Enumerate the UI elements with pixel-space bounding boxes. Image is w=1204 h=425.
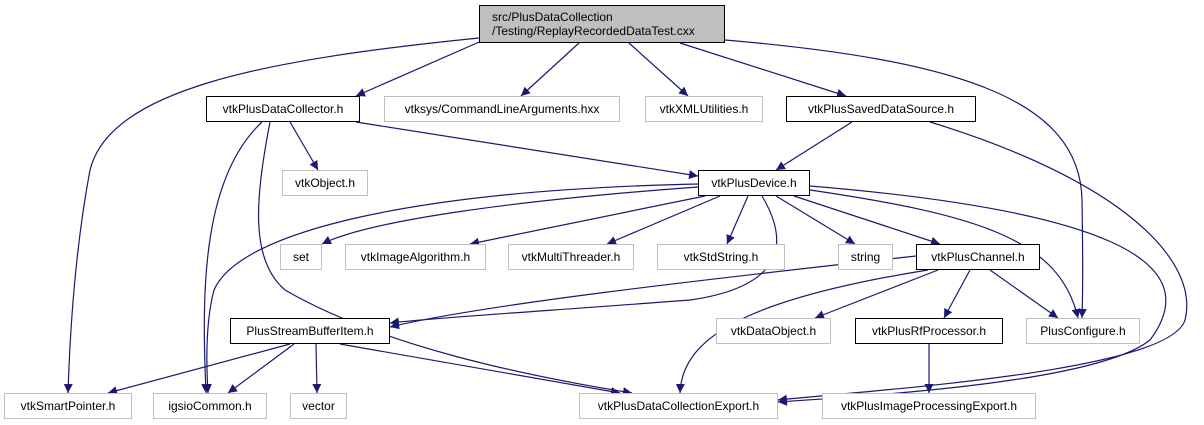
root-label-line1: src/PlusDataCollection	[492, 10, 613, 24]
node-vtk-image-algorithm[interactable]: vtkImageAlgorithm.h	[345, 244, 486, 270]
node-set[interactable]: set	[280, 244, 322, 270]
node-string[interactable]: string	[838, 244, 893, 270]
node-vector[interactable]: vector	[290, 393, 347, 419]
edge-collector-to-igsio-common	[201, 121, 263, 394]
edge-buffer-to-vector	[312, 343, 322, 394]
node-vtk-plus-device[interactable]: vtkPlusDevice.h	[698, 170, 810, 196]
edge-channel-to-rf-processor	[943, 269, 971, 319]
node-vtk-object[interactable]: vtkObject.h	[282, 170, 368, 196]
edge-saved-source-to-plus-device	[775, 121, 853, 171]
node-root-replay-recorded-data-test[interactable]: src/PlusDataCollection /Testing/ReplayRe…	[479, 5, 725, 43]
edge-buffer-to-igsio-common	[227, 343, 295, 394]
edge-root-to-cmd-args	[520, 42, 580, 97]
node-vtk-plus-data-collection-export[interactable]: vtkPlusDataCollectionExport.h	[579, 393, 778, 419]
edge-device-to-string	[775, 195, 856, 245]
edge-channel-to-data-object	[814, 269, 939, 319]
edge-device-to-collection-export	[777, 185, 1167, 406]
edge-device-to-igsio-common	[202, 183, 699, 394]
node-vtk-plus-rf-processor[interactable]: vtkPlusRfProcessor.h	[855, 318, 1003, 344]
node-igsio-common[interactable]: igsioCommon.h	[153, 393, 267, 419]
edge-channel-to-plus-configure	[989, 269, 1059, 319]
node-vtk-smart-pointer[interactable]: vtkSmartPointer.h	[4, 393, 132, 419]
edge-root-to-xml-utilities	[628, 42, 689, 97]
edge-root-to-plus-configure	[724, 39, 1087, 319]
node-vtk-std-string[interactable]: vtkStdString.h	[657, 244, 785, 270]
node-plus-stream-buffer-item[interactable]: PlusStreamBufferItem.h	[230, 318, 390, 344]
node-command-line-arguments[interactable]: vtksys/CommandLineArguments.hxx	[384, 96, 620, 122]
root-label-line2: /Testing/ReplayRecordedDataTest.cxx	[492, 24, 695, 38]
edge-device-to-plus-configure	[809, 189, 1081, 319]
edge-device-to-multi-threader	[606, 195, 721, 245]
edge-device-to-image-algorithm	[469, 195, 706, 247]
edge-collector-to-vtk-object	[289, 121, 319, 171]
edge-device-to-set	[321, 186, 699, 245]
edge-saved-source-to-collection-export	[777, 121, 1188, 404]
node-vtk-xml-utilities[interactable]: vtkXMLUtilities.h	[645, 96, 763, 122]
node-vtk-data-object[interactable]: vtkDataObject.h	[716, 318, 831, 344]
edge-root-to-data-collector	[355, 38, 487, 97]
edge-device-to-plus-channel	[793, 195, 941, 246]
edge-channel-to-stream-buffer	[389, 255, 917, 330]
edge-buffer-to-collection-export	[339, 343, 621, 396]
node-vtk-plus-channel[interactable]: vtkPlusChannel.h	[916, 244, 1040, 270]
edge-collector-to-collection-export	[257, 121, 633, 397]
edge-device-to-std-string	[726, 195, 749, 245]
edge-collector-to-plus-device	[355, 121, 699, 180]
node-vtk-plus-data-collector[interactable]: vtkPlusDataCollector.h	[206, 96, 360, 122]
edge-buffer-to-smart-pointer	[107, 343, 291, 396]
node-plus-configure[interactable]: PlusConfigure.h	[1026, 318, 1140, 344]
node-vtk-plus-image-processing-export[interactable]: vtkPlusImageProcessingExport.h	[822, 393, 1036, 419]
edge-root-to-saved-data-source	[679, 42, 847, 98]
node-vtk-plus-saved-data-source[interactable]: vtkPlusSavedDataSource.h	[786, 96, 976, 122]
node-vtk-multi-threader[interactable]: vtkMultiThreader.h	[508, 244, 634, 270]
edge-root-to-smart-pointer	[63, 37, 480, 394]
